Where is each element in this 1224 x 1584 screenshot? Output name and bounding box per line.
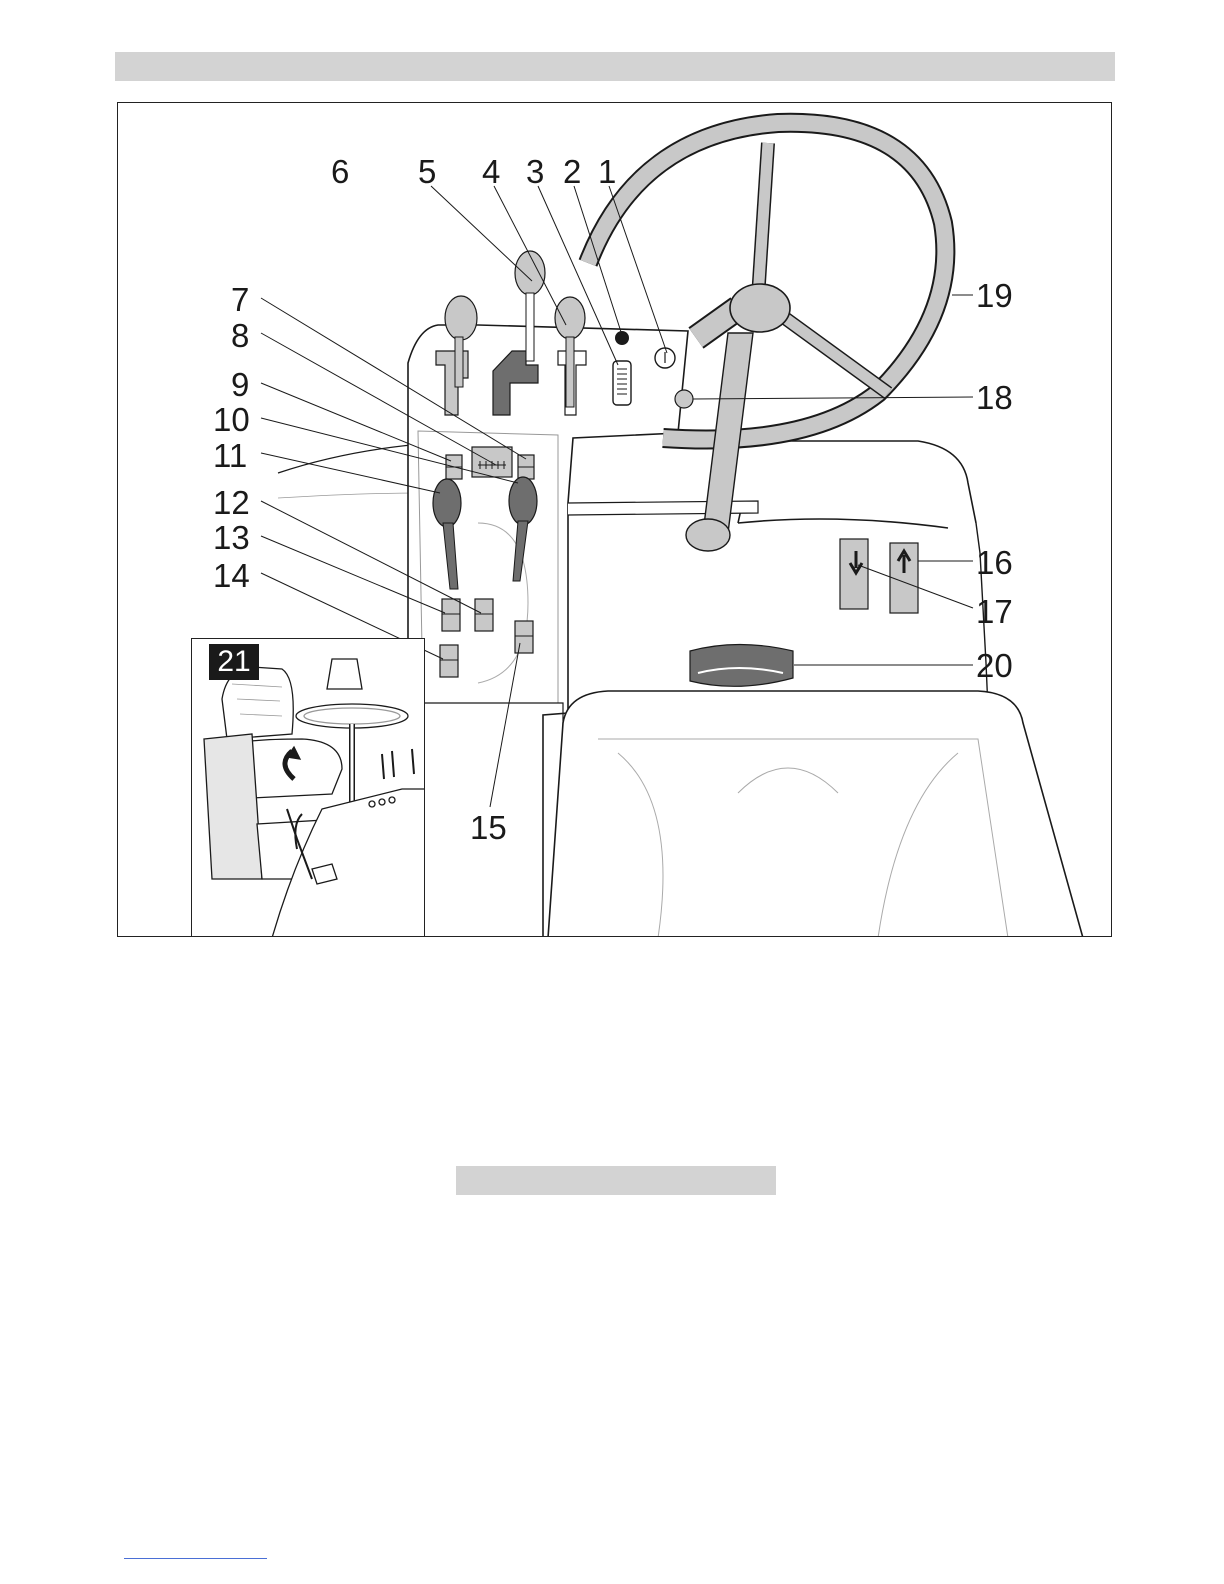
callout-1: 1 [598, 155, 616, 188]
seat-release-inset: 21 [191, 638, 425, 937]
callout-3: 3 [526, 155, 544, 188]
indicator-gauge-3 [613, 361, 631, 405]
callout-8: 8 [231, 319, 249, 352]
callout-6: 6 [331, 155, 349, 188]
inset-label-21: 21 [209, 644, 259, 680]
callout-13: 13 [213, 521, 250, 554]
callout-14: 14 [213, 559, 250, 592]
section-bar [456, 1166, 776, 1195]
callout-19: 19 [976, 279, 1013, 312]
callout-20: 20 [976, 649, 1013, 682]
callout-16: 16 [976, 546, 1013, 579]
operator-controls-figure: 6 5 4 3 2 1 7 8 9 10 11 12 13 14 15 19 1… [117, 102, 1112, 937]
black-knob-2[interactable] [615, 331, 629, 345]
callout-12: 12 [213, 486, 250, 519]
callout-7: 7 [231, 283, 249, 316]
footer-rule [124, 1558, 267, 1559]
callout-5: 5 [418, 155, 436, 188]
callout-2: 2 [563, 155, 581, 188]
seat-adjust-handle-20[interactable] [690, 645, 793, 687]
switch-14[interactable] [440, 645, 458, 677]
switch-12[interactable] [475, 599, 493, 631]
header-bar [115, 52, 1115, 81]
callout-18: 18 [976, 381, 1013, 414]
operator-seat [548, 691, 1083, 937]
callout-9: 9 [231, 368, 249, 401]
callout-11: 11 [213, 439, 247, 472]
round-button-18[interactable] [675, 390, 693, 408]
pedal-16[interactable] [890, 543, 918, 613]
pedal-17[interactable] [840, 539, 868, 609]
callout-17: 17 [976, 595, 1013, 628]
switch-15[interactable] [515, 621, 533, 653]
callout-4: 4 [482, 155, 500, 188]
callout-15: 15 [470, 811, 507, 844]
switch-13[interactable] [442, 599, 460, 631]
callout-10: 10 [213, 403, 250, 436]
seat-release-drawing [192, 639, 425, 937]
ignition-key-switch-1[interactable] [655, 348, 675, 368]
